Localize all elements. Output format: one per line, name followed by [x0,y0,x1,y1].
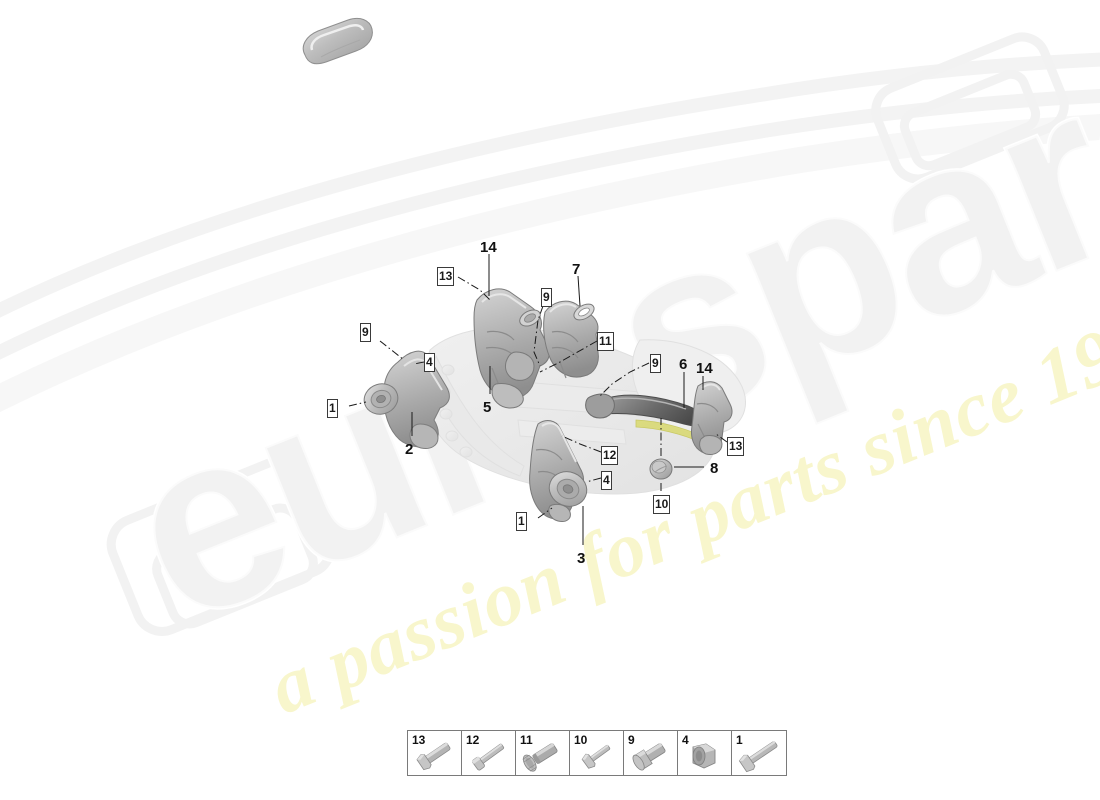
legend-item-12[interactable]: 12 [462,731,516,775]
socket-head-bolt-long-icon [462,731,515,775]
callout-8[interactable]: 8 [710,460,719,477]
callout-13-right[interactable]: 13 [727,437,745,456]
legend-item-9[interactable]: 9 [624,731,678,775]
legend-number-10: 10 [574,733,588,747]
part-8-plug-cap [649,458,673,480]
callout-9-mid[interactable]: 9 [541,288,552,307]
legend-item-10[interactable]: 10 [570,731,624,775]
part-small-rubber-stop [302,17,373,65]
hex-head-bolt-extra-long-icon [732,731,786,775]
callout-11[interactable]: 11 [597,332,614,351]
callout-14-top[interactable]: 14 [480,239,497,256]
callout-9-left[interactable]: 9 [360,323,371,342]
callout-10[interactable]: 10 [653,495,671,514]
legend-number-4: 4 [682,733,689,747]
legend-number-12: 12 [466,733,480,747]
hex-nut-icon [678,731,731,775]
part-3-lower-bracket [529,420,588,522]
hex-head-bolt-long-icon [408,731,461,775]
callout-1-bottom[interactable]: 1 [516,512,527,531]
callout-5[interactable]: 5 [483,399,492,416]
callout-4-left[interactable]: 4 [424,353,435,372]
hex-head-bolt-short-icon [570,731,623,775]
callout-1-left[interactable]: 1 [327,399,338,418]
flange-head-bolt-medium-icon [516,731,569,775]
flange-bolt-short-icon [624,731,677,775]
callout-13-top[interactable]: 13 [437,267,455,286]
callout-12[interactable]: 12 [601,446,619,465]
legend-item-13[interactable]: 13 [408,731,462,775]
legend-item-4[interactable]: 4 [678,731,732,775]
callout-14-right[interactable]: 14 [696,360,713,377]
legend-number-11: 11 [520,733,533,747]
fastener-legend-strip: 13 12 [407,730,787,776]
callout-3[interactable]: 3 [577,550,586,567]
callout-9-right[interactable]: 9 [650,354,661,373]
callout-2[interactable]: 2 [405,441,414,458]
legend-number-13: 13 [412,733,426,747]
legend-number-1: 1 [736,733,743,747]
legend-item-11[interactable]: 11 [516,731,570,775]
callout-7[interactable]: 7 [572,261,581,278]
legend-number-9: 9 [628,733,635,747]
legend-item-1[interactable]: 1 [732,731,786,775]
callout-6[interactable]: 6 [679,356,688,373]
callout-4-bottom[interactable]: 4 [601,471,612,490]
